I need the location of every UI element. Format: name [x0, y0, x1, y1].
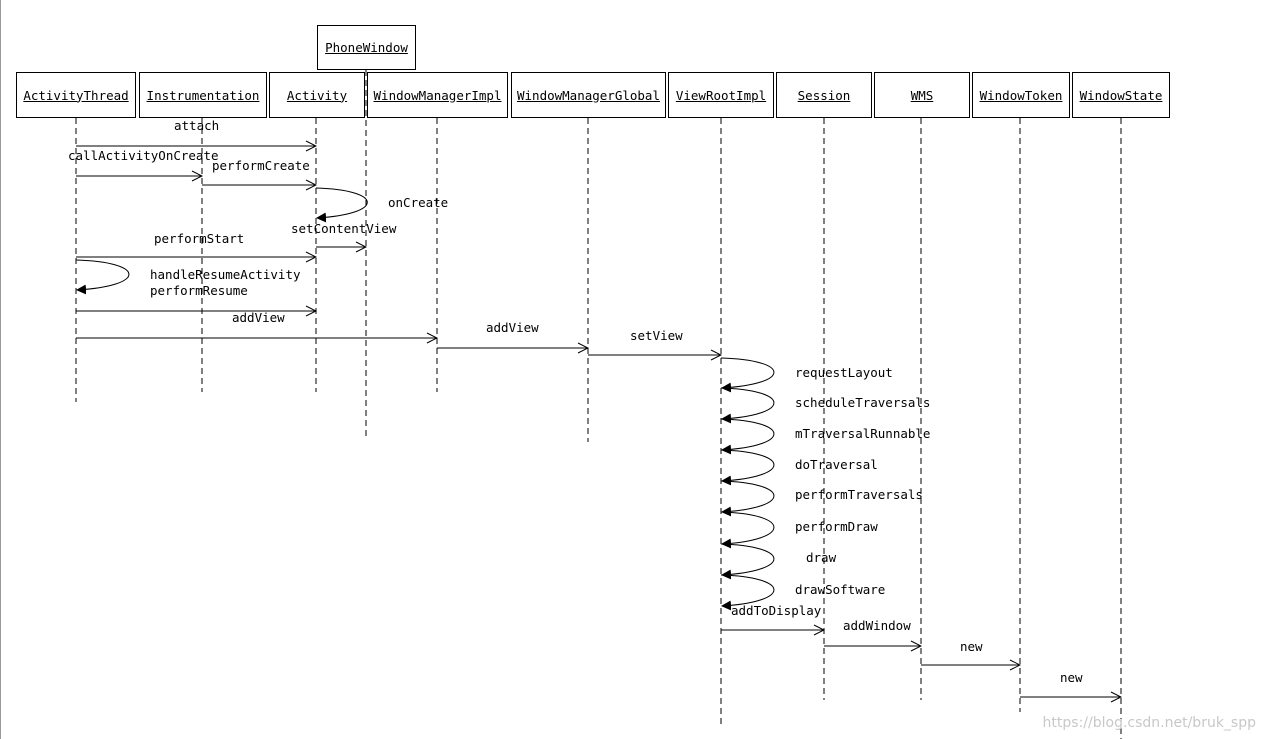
message-label-set-content-view: setContentView: [291, 221, 397, 236]
participant-label: ViewRootImpl: [675, 87, 767, 103]
message-label-perform-create: performCreate: [212, 158, 310, 173]
message-label-on-create: onCreate: [388, 195, 449, 210]
message-label-draw-software: drawSoftware: [795, 582, 886, 597]
participant-view-root-impl: ViewRootImpl: [668, 72, 774, 118]
participant-window-token: WindowToken: [972, 72, 1070, 118]
self-call-arrow-on-create: [315, 187, 368, 223]
message-label-new-window-state: new: [1060, 670, 1083, 685]
message-label-add-view-1: addView: [232, 310, 285, 325]
left-border: [0, 0, 1, 739]
message-label-attach: attach: [174, 118, 220, 133]
participant-session: Session: [776, 72, 872, 118]
participant-label: ActivityThread: [23, 87, 129, 103]
participant-window-manager-global: WindowManagerGlobal: [511, 72, 666, 118]
message-label-perform-traversals: performTraversals: [795, 487, 923, 502]
participant-label: WindowToken: [979, 87, 1063, 103]
message-label-perform-start: performStart: [154, 231, 245, 246]
self-call-arrow-draw-software: [720, 574, 775, 611]
participant-label: Instrumentation: [146, 87, 260, 103]
participant-instrumentation: Instrumentation: [139, 72, 267, 118]
message-label-perform-draw: performDraw: [795, 519, 878, 534]
participant-label: WindowManagerGlobal: [517, 87, 660, 103]
participant-window-manager-impl: WindowManagerImpl: [367, 72, 508, 118]
self-call-arrow-m-traversal-runnable: [720, 418, 775, 455]
message-label-add-view-2: addView: [486, 320, 539, 335]
message-label-handle-resume-activity: handleResumeActivity: [150, 267, 301, 282]
participant-label: PhoneWindow: [325, 40, 408, 55]
message-label-perform-resume: performResume: [150, 283, 248, 298]
participant-label: Activity: [286, 87, 348, 103]
message-label-new-window-token: new: [960, 639, 983, 654]
message-label-request-layout: requestLayout: [795, 365, 893, 380]
message-label-draw: draw: [806, 550, 837, 565]
participant-label: Session: [797, 87, 851, 103]
message-label-m-traversal-runnable: mTraversalRunnable: [795, 426, 931, 441]
message-label-call-activity-on-create: callActivityOnCreate: [68, 148, 219, 163]
participant-phone-window: PhoneWindow: [317, 25, 416, 70]
self-call-arrow-do-traversal: [720, 449, 775, 486]
participant-wms: WMS: [874, 72, 970, 118]
message-label-add-window: addWindow: [843, 618, 911, 633]
participant-window-state: WindowState: [1072, 72, 1170, 118]
self-call-arrow-draw: [720, 543, 775, 580]
self-call-arrow-schedule-traversals: [720, 387, 775, 424]
self-call-arrow-handle-resume-activity: [75, 259, 130, 295]
message-label-add-to-display: addToDisplay: [731, 603, 822, 618]
self-call-arrow-request-layout: [720, 357, 775, 393]
message-label-do-traversal: doTraversal: [795, 457, 878, 472]
self-call-arrow-perform-traversals: [720, 480, 775, 517]
participant-activity-thread: ActivityThread: [16, 72, 136, 118]
message-label-schedule-traversals: scheduleTraversals: [795, 395, 931, 410]
participant-label: WMS: [910, 87, 934, 103]
participant-label: WindowManagerImpl: [373, 87, 502, 103]
participant-activity: Activity: [269, 72, 365, 118]
message-label-set-view: setView: [630, 328, 683, 343]
participant-label: WindowState: [1079, 87, 1163, 103]
watermark: https://blog.csdn.net/bruk_spp: [1042, 715, 1256, 731]
self-call-arrow-perform-draw: [720, 511, 775, 549]
